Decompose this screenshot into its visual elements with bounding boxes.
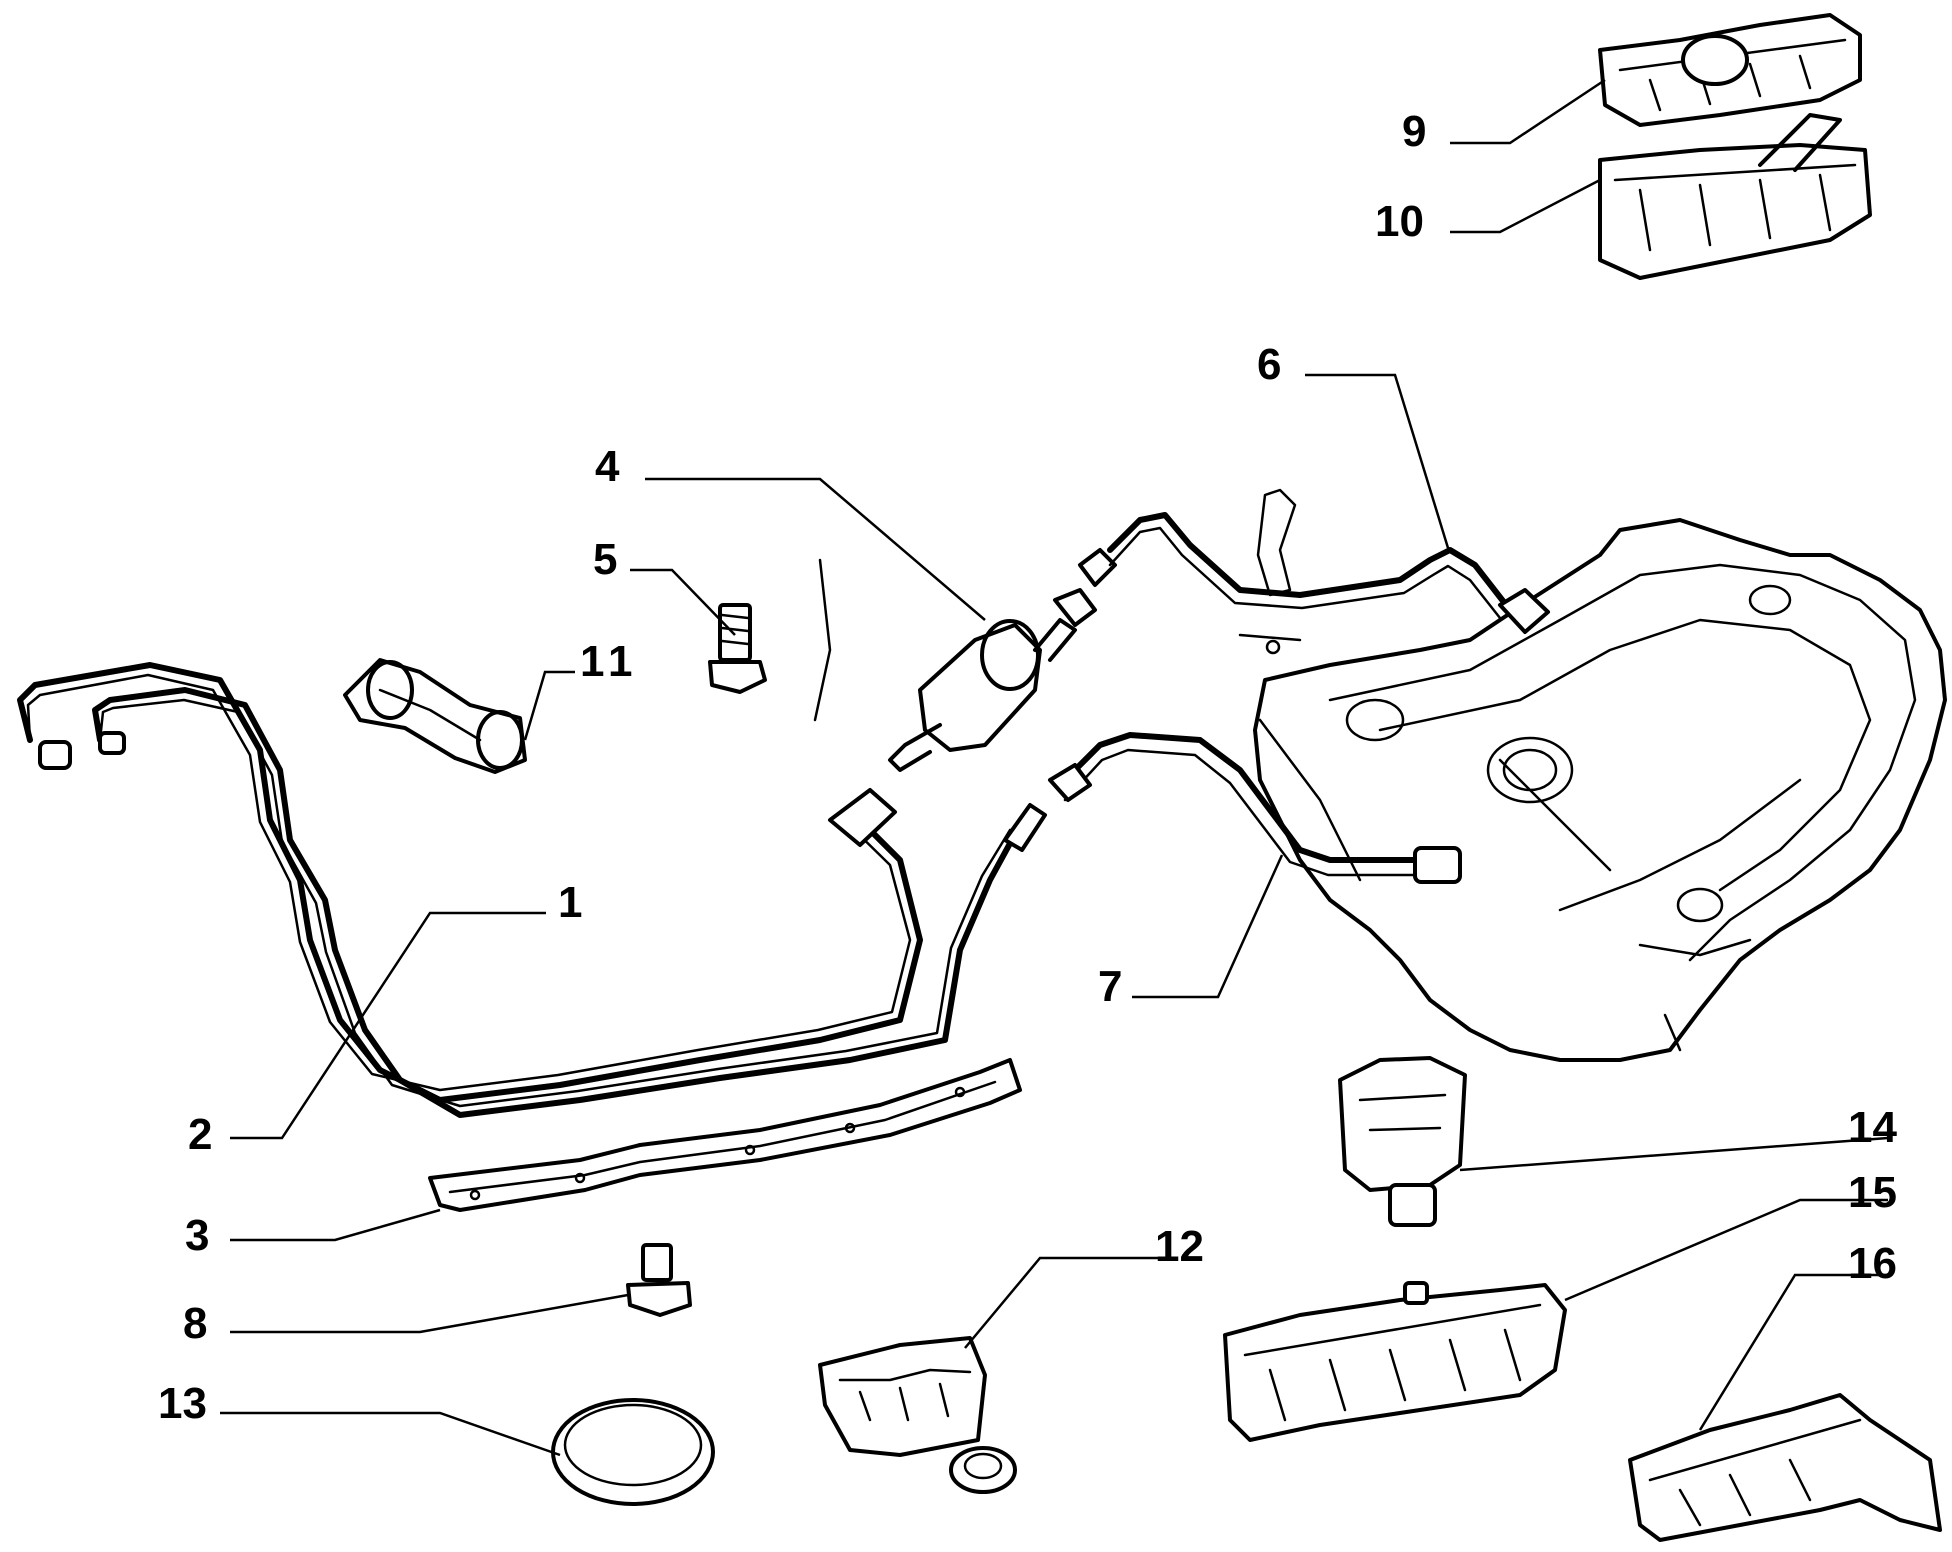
line-fitting-right-b (1003, 803, 1047, 852)
leader-lines (220, 78, 1889, 1457)
clip-11 (343, 658, 527, 774)
callout-16: 16 (1848, 1239, 1897, 1288)
callout-6: 6 (1257, 340, 1282, 389)
pipe-7 (1048, 732, 1462, 884)
callout-13: 13 (158, 1379, 207, 1428)
callout-11: 11 (580, 637, 639, 686)
callout-4: 4 (595, 442, 620, 491)
line-fitting-right-a (828, 788, 897, 847)
clip-15 (1223, 1281, 1567, 1442)
callout-5: 5 (593, 535, 618, 584)
clip-16 (1628, 1393, 1942, 1542)
callout-14: 14 (1848, 1103, 1897, 1152)
fuel-line-pair (17, 662, 1047, 1118)
line-fitting-left-a (38, 740, 72, 770)
bolt-8 (626, 1243, 692, 1317)
bracket-3 (428, 1058, 1022, 1212)
callout-1: 1 (558, 878, 583, 927)
fuel-filter (813, 548, 1117, 772)
clip-14 (1338, 1056, 1467, 1227)
callout-12: 12 (1155, 1222, 1204, 1271)
bolt-5 (708, 603, 767, 694)
callout-2: 2 (188, 1110, 213, 1159)
pipe-7-end-fitting (1413, 846, 1462, 884)
grommet-13 (551, 1398, 715, 1506)
clip-9 (1598, 13, 1862, 127)
callout-3: 3 (185, 1211, 210, 1260)
clip-10 (1598, 113, 1872, 280)
pipe-7-front-fitting (1048, 763, 1092, 802)
clip-12 (818, 1336, 1017, 1494)
callout-10: 10 (1375, 197, 1424, 246)
pipe-6-fitting (1498, 588, 1550, 634)
fuel-tank (1238, 488, 1947, 1062)
pipe-6 (1107, 512, 1550, 634)
callout-8: 8 (183, 1299, 208, 1348)
callout-9: 9 (1402, 107, 1427, 156)
line-fitting-left-b (98, 731, 126, 755)
callout-7: 7 (1098, 962, 1123, 1011)
callout-15: 15 (1848, 1168, 1897, 1217)
